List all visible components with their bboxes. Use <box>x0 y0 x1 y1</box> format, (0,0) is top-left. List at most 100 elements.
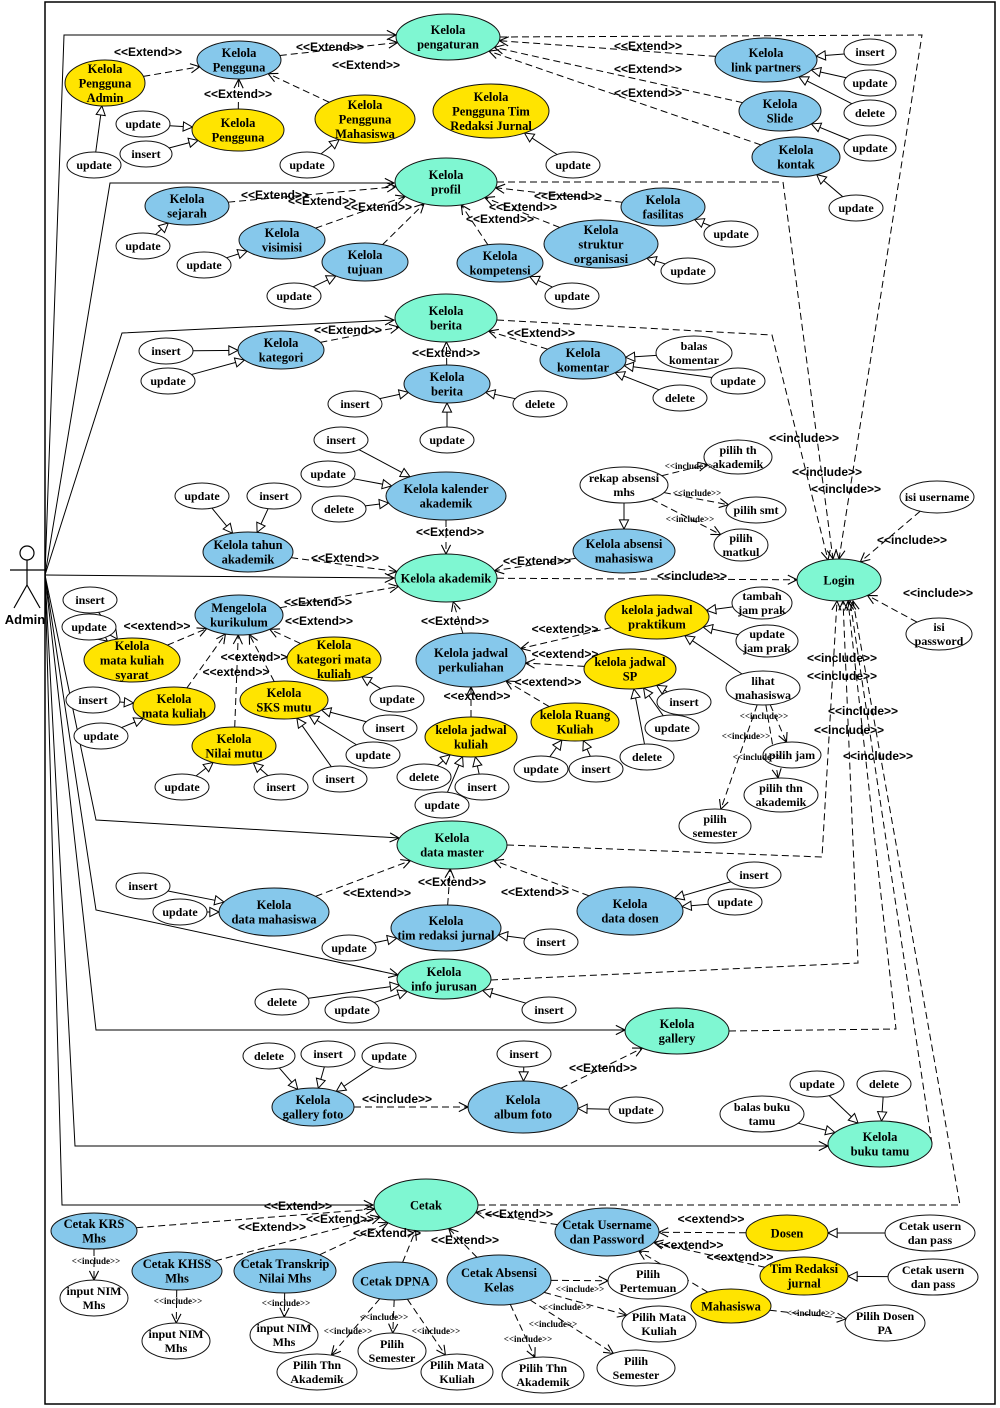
usecase-w-del-info[interactable]: delete <box>254 988 310 1016</box>
usecase-w-upd-pmhs[interactable]: update <box>279 151 335 179</box>
usecase-w-upd-padmin[interactable]: update <box>66 151 122 179</box>
usecase-w-upd-komp[interactable]: update <box>544 282 600 310</box>
usecase-w-del-jk[interactable]: delete <box>396 763 452 791</box>
usecase-w-upd-jk[interactable]: update <box>414 791 470 819</box>
usecase-w-ins-ber[interactable]: insert <box>327 390 383 418</box>
usecase-w-upd-mk[interactable]: update <box>73 722 129 750</box>
usecase-w-upd-info[interactable]: update <box>324 996 380 1024</box>
usecase-login[interactable]: Login <box>796 558 882 602</box>
usecase-w-upd-gf[interactable]: update <box>361 1042 417 1070</box>
usecase-pjam[interactable]: pilih jam <box>762 741 822 769</box>
usecase-w-upd-mhs[interactable]: update <box>152 898 208 926</box>
usecase-w-upd-py[interactable]: update <box>115 110 171 138</box>
usecase-w-upd-dos[interactable]: update <box>707 888 763 916</box>
usecase-w-ins-syarat[interactable]: insert <box>62 586 118 614</box>
usecase-w-ins-py[interactable]: insert <box>119 140 173 168</box>
usecase-w-ins-ru[interactable]: insert <box>568 755 624 783</box>
usecase-w-del-kal[interactable]: delete <box>311 495 367 523</box>
usecase-w-upd-sej[interactable]: update <box>115 232 171 260</box>
usecase-isi-user[interactable]: isi username <box>899 480 975 514</box>
usecase-w-upd-nil[interactable]: update <box>154 773 210 801</box>
usecase-w-ins-link[interactable]: insert <box>843 38 897 66</box>
usecase-w-del-link[interactable]: delete <box>843 99 897 127</box>
usecase-w-upd-thn[interactable]: update <box>174 482 230 510</box>
usecase-w-ins-kat[interactable]: insert <box>138 337 194 365</box>
usecase-w-upd-ru[interactable]: update <box>513 755 569 783</box>
usecase-pilih-smt[interactable]: pilih smt <box>725 496 787 524</box>
usecase-w-upd-katmk[interactable]: update <box>369 685 425 713</box>
usecase-w-upd-kal[interactable]: update <box>300 460 356 488</box>
usecase-w-ins-al[interactable]: insert <box>496 1040 552 1068</box>
usecase-w-upd-al[interactable]: update <box>608 1096 664 1124</box>
usecase-w-upd-str[interactable]: update <box>660 257 716 285</box>
usecase-w-del-bt[interactable]: delete <box>856 1070 912 1098</box>
usecase-w-upd-kat[interactable]: update <box>140 367 196 395</box>
usecase-w-ins-mk[interactable]: insert <box>65 686 121 714</box>
usecase-w-del-ber[interactable]: delete <box>512 390 568 418</box>
usecase-w-upd-sks[interactable]: update <box>345 741 401 769</box>
usecase-w-ins-sks[interactable]: insert <box>362 714 418 742</box>
usecase-mhsY[interactable]: Mahasiswa <box>690 1288 772 1324</box>
usecase-dpna[interactable]: Cetak DPNA <box>352 1261 438 1301</box>
usecase-w-ins-nil[interactable]: insert <box>253 773 309 801</box>
usecase-w-del-kom[interactable]: delete <box>652 384 708 412</box>
usecase-w-upd-vis[interactable]: update <box>176 251 232 279</box>
usecase-dosenY[interactable]: Dosen <box>745 1214 829 1252</box>
usecase-w-upd-ptim[interactable]: update <box>545 151 601 179</box>
usecase-w-upd-fas[interactable]: update <box>703 220 759 248</box>
usecase-w-upd-sp[interactable]: update <box>644 714 700 742</box>
usecase-w-ins-kal[interactable]: insert <box>313 426 369 454</box>
usecase-w-upd-kontak[interactable]: update <box>828 194 884 222</box>
usecase-w-ins-tim[interactable]: insert <box>523 928 579 956</box>
usecase-w-upd-slide[interactable]: update <box>843 134 897 162</box>
usecase-cetak[interactable]: Cetak <box>373 1178 479 1232</box>
